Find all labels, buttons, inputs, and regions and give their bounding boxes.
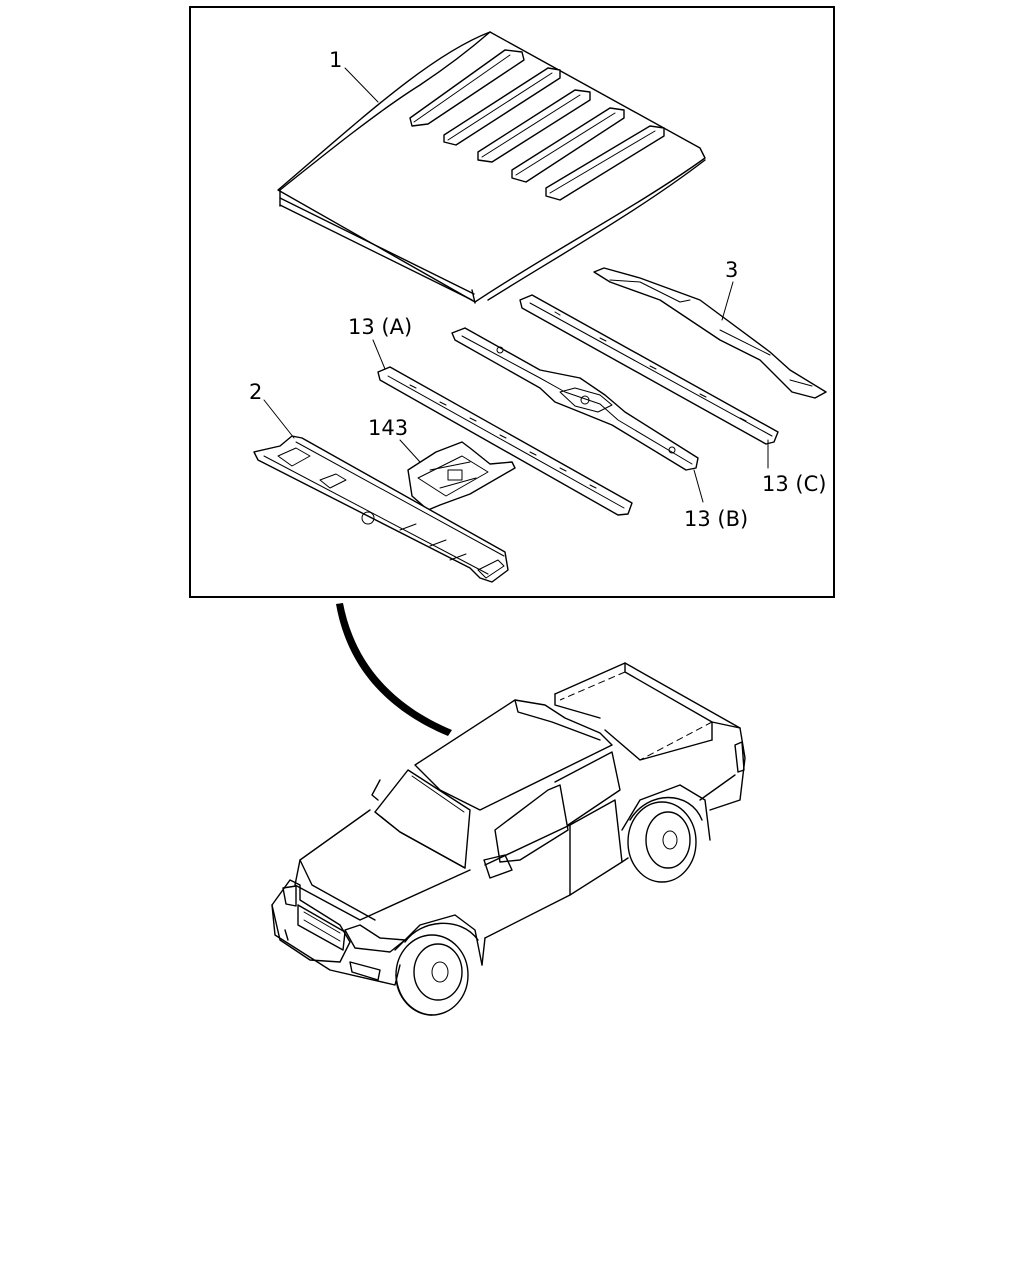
callout-1: 1	[329, 48, 342, 72]
roof-panel[interactable]	[277, 31, 706, 304]
roof-bow-b[interactable]	[451, 327, 699, 471]
callout-13b: 13 (B)	[684, 507, 748, 531]
callout-13c: 13 (C)	[762, 472, 826, 496]
rear-header[interactable]	[593, 267, 827, 399]
roof-bow-a[interactable]	[377, 366, 633, 516]
roof-bow-c[interactable]	[519, 294, 779, 445]
bracket-143[interactable]	[407, 441, 516, 511]
pickup-truck-illustration	[271, 662, 746, 1016]
inset-frame	[189, 6, 835, 598]
roof-ribs	[409, 49, 665, 201]
connector-arc	[336, 603, 452, 736]
callout-3: 3	[725, 258, 738, 282]
callout-2: 2	[249, 380, 262, 404]
callout-143: 143	[368, 416, 408, 440]
callout-13a: 13 (A)	[348, 315, 412, 339]
front-header[interactable]	[253, 435, 509, 583]
leader-lines	[263, 67, 769, 503]
